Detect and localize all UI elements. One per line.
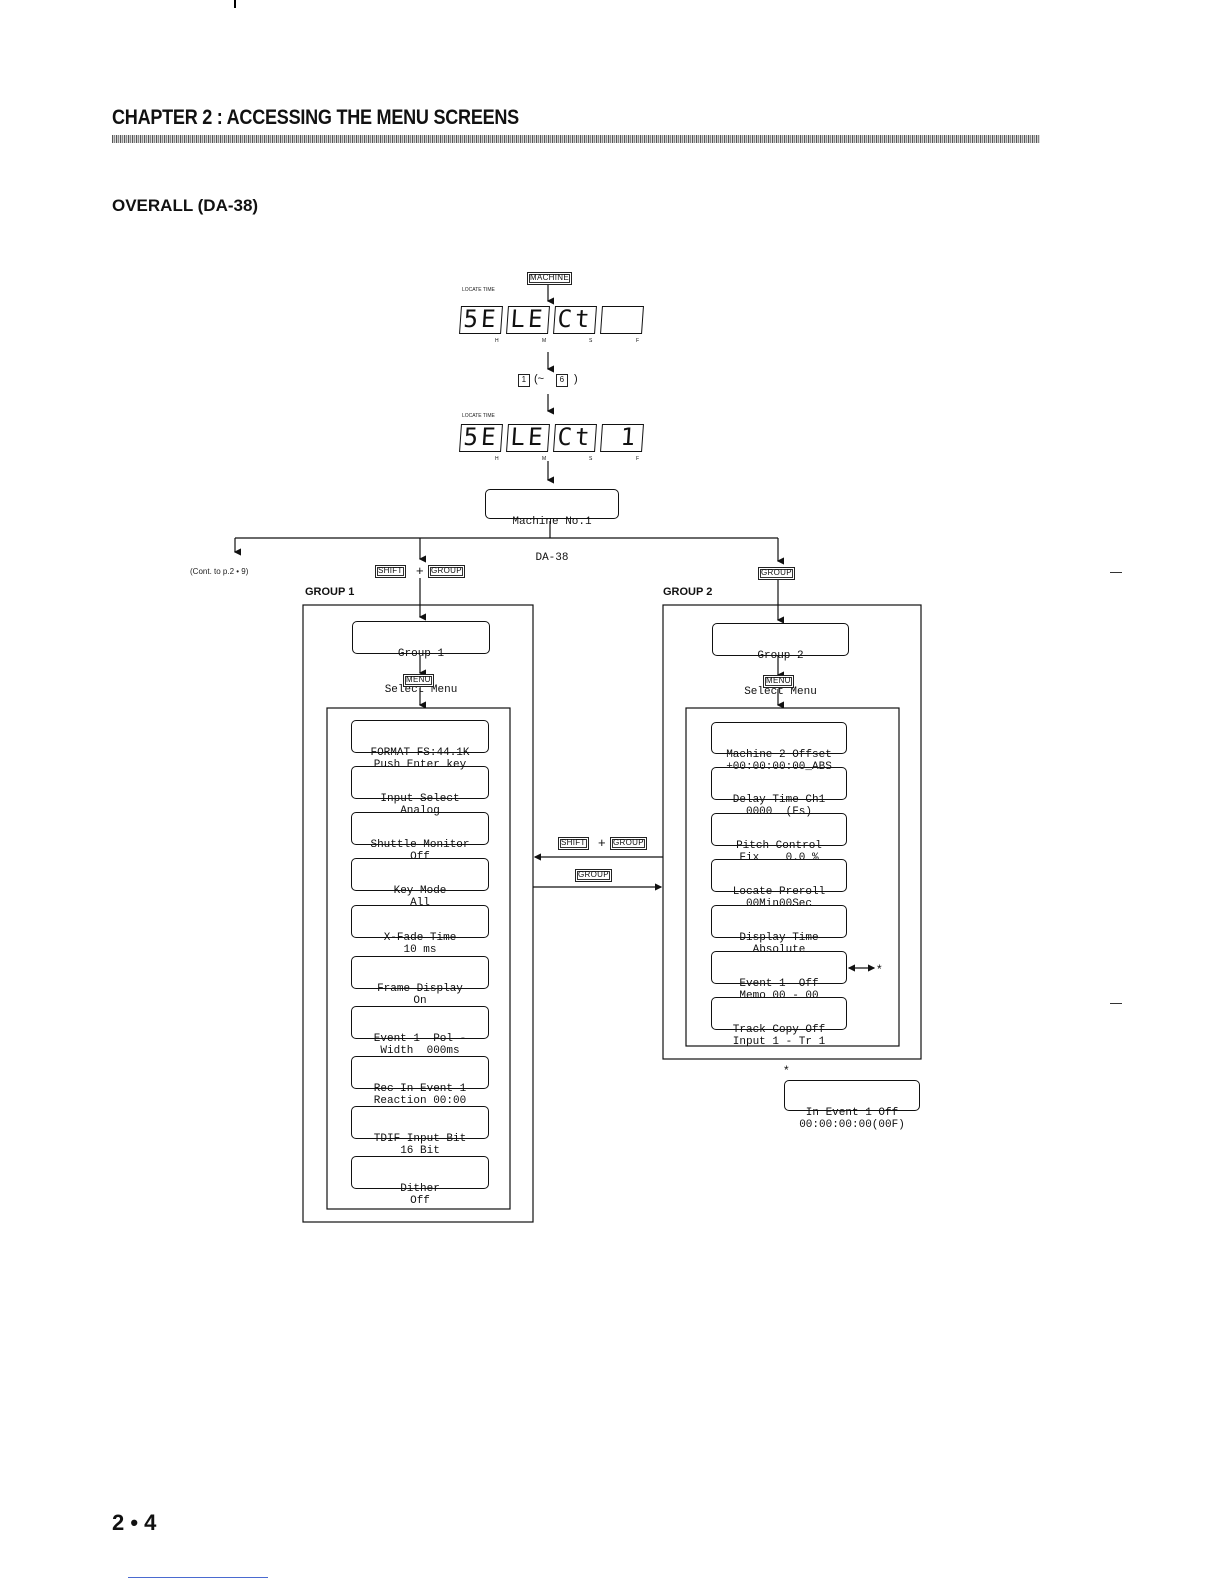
page-edge-mark (234, 0, 236, 8)
segment-digit: 1 (600, 423, 644, 452)
asterisk-marker: * (877, 962, 882, 976)
segment-caption: H (495, 456, 500, 462)
asterisk-footnote-marker: * (784, 1063, 789, 1077)
segment-caption: F (636, 456, 640, 462)
group2-item-machine-offset: Machine 2 Offset+00:00:00:00_ABS (711, 722, 847, 773)
group2-select-menu: Group 2 Select Menu (712, 623, 849, 698)
chapter-rule (112, 135, 1040, 143)
footer-line (128, 1577, 268, 1578)
segment-caption: H (495, 338, 500, 344)
segment-caption: F (636, 338, 640, 344)
segment-digit: 5E (459, 305, 503, 334)
segment-caption: M (542, 338, 547, 344)
group-key: GROUP (428, 565, 465, 578)
machine-number-display: Machine No.1 DA-38 (485, 489, 619, 564)
chapter-title: CHAPTER 2 : ACCESSING THE MENU SCREENS (112, 106, 519, 129)
cross-group-key: GROUP (610, 837, 647, 850)
locate-time-caption: LOCATE TIME (462, 413, 495, 419)
group2-group-key: GROUP (758, 567, 795, 580)
segment-digit: LE (506, 423, 550, 452)
margin-mark (1110, 1003, 1122, 1004)
menu-key: MENU (403, 674, 434, 687)
segment-digit: 5E (459, 423, 503, 452)
machine-number-line1: Machine No.1 (512, 516, 592, 528)
machine-key: MACHINE (527, 272, 572, 285)
machine-number-line2: DA-38 (535, 552, 569, 564)
group1-label: GROUP 1 (305, 586, 355, 598)
group2-menu-key: MENU (763, 675, 794, 688)
plus-sign: + (416, 563, 424, 578)
group1-item-event-pol: Event 1 Pol -Width 000ms (351, 1006, 489, 1057)
range-close: ) (574, 373, 578, 385)
segment-digit: LE (506, 305, 550, 334)
shift-key: SHIFT (375, 565, 406, 578)
segment-caption: S (589, 338, 593, 344)
segment-caption: M (542, 456, 547, 462)
continuation-note: (Cont. to p.2 • 9) (190, 567, 249, 576)
page-number: 2 • 4 (112, 1510, 157, 1535)
section-title: OVERALL (DA-38) (112, 196, 259, 215)
segment-caption: S (589, 456, 593, 462)
segment-digit (600, 306, 644, 334)
cross-group-key-2: GROUP (575, 869, 612, 882)
plus-sign: + (598, 835, 606, 850)
number-6-key: 6 (556, 374, 568, 387)
margin-mark (1110, 572, 1122, 573)
group1-select-menu: Group 1 Select Menu (352, 621, 490, 696)
locate-time-caption: LOCATE TIME (462, 287, 495, 293)
cross-shift-key: SHIFT (558, 837, 589, 850)
range-open: (~ (534, 373, 545, 385)
number-1-key: 1 (518, 374, 530, 387)
group2-label: GROUP 2 (663, 586, 713, 598)
segment-digit: Ct (553, 305, 597, 334)
segment-digit: Ct (553, 423, 597, 452)
